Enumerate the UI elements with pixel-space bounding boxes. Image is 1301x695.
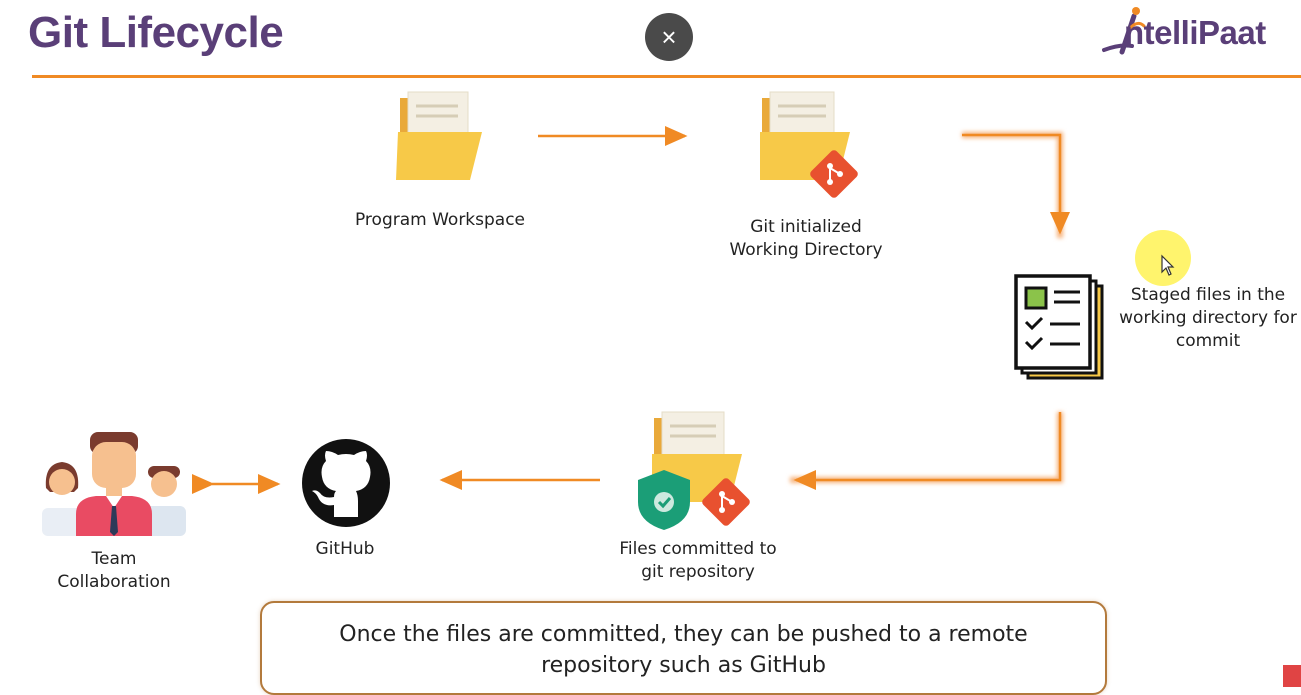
team-icon (42, 432, 186, 536)
committed-label: Files committed to git repository (598, 538, 798, 584)
git-init-line1: Git initialized (750, 217, 862, 237)
close-button[interactable]: × (645, 13, 693, 61)
team-label: Team Collaboration (40, 548, 188, 594)
note-text: Once the files are committed, they can b… (262, 619, 1105, 681)
staged-label: Staged files in the working directory fo… (1118, 284, 1298, 353)
intellipaat-logo (1102, 7, 1146, 55)
staged-line2: working directory for (1119, 308, 1297, 328)
cursor-icon (1161, 254, 1175, 276)
arrow-git-to-staged (962, 133, 1070, 235)
checklist-icon (1014, 274, 1104, 380)
folder-icon (396, 91, 482, 180)
github-icon (302, 439, 390, 527)
team-line1: Team (91, 549, 137, 569)
committed-line1: Files committed to (619, 539, 777, 559)
git-init-label: Git initialized Working Directory (706, 216, 906, 262)
team-line2: Collaboration (57, 572, 171, 592)
note-line1: Once the files are committed, they can b… (339, 622, 1028, 647)
staged-line1: Staged files in the (1130, 285, 1286, 305)
note-line2: repository such as GitHub (541, 653, 826, 678)
git-folder-icon (760, 91, 858, 198)
committed-line2: git repository (641, 562, 755, 582)
page-title: Git Lifecycle (28, 8, 284, 57)
note-box: Once the files are committed, they can b… (260, 601, 1107, 695)
github-label: GitHub (315, 539, 375, 559)
logo-text: ntelliPaat (1124, 14, 1266, 51)
arrow-staged-to-committed (793, 412, 1062, 490)
close-icon: × (661, 21, 677, 52)
corner-marker (1283, 665, 1301, 687)
git-init-line2: Working Directory (729, 240, 883, 260)
workspace-label: Program Workspace (354, 210, 526, 230)
header-divider (32, 75, 1301, 78)
committed-folder-icon (638, 411, 750, 530)
staged-line3: commit (1175, 331, 1241, 351)
